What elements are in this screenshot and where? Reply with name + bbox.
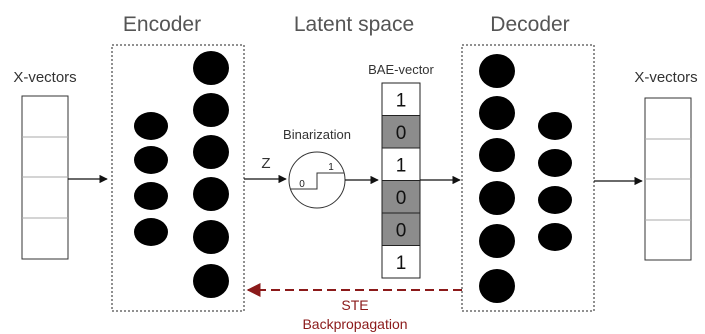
bae-cell [381, 245, 421, 279]
bae-cell [381, 82, 421, 116]
encoder-layer-1 [134, 112, 168, 246]
encoder-neuron [193, 220, 229, 254]
backpropagation-label: Backpropagation [302, 316, 407, 332]
bae-bit: 0 [396, 123, 407, 144]
encoder-box [111, 44, 245, 312]
decoder-neuron [538, 186, 572, 214]
decoder-neuron [479, 224, 515, 258]
decoder-neuron [479, 181, 515, 215]
decoder-neuron [479, 138, 515, 172]
bae-bit: 0 [396, 188, 407, 209]
decoder-layer-1 [479, 54, 515, 303]
encoder-layer-2 [193, 51, 229, 298]
bae-cell [381, 180, 421, 214]
decoder-box [461, 44, 595, 312]
bae-vector-label: BAE-vector [368, 62, 434, 77]
input-xvector-box [21, 95, 69, 260]
decoder-layer-2 [538, 112, 572, 251]
decoder-neuron [538, 223, 572, 251]
bae-vector: 1 0 1 0 0 1 [381, 82, 421, 279]
step-low-label: 0 [299, 179, 305, 190]
bae-bit: 1 [396, 155, 407, 176]
output-xvector-box [644, 97, 692, 261]
binarization-label: Binarization [283, 127, 351, 142]
bae-bit: 0 [396, 220, 407, 241]
bae-bit: 1 [396, 90, 407, 111]
decoder-neuron [538, 149, 572, 177]
z-label: Z [261, 155, 270, 172]
ste-label: STE [341, 297, 368, 313]
bae-cell [381, 212, 421, 246]
encoder-neuron [134, 146, 168, 174]
encoder-neuron [134, 218, 168, 246]
encoder-neuron [193, 135, 229, 169]
step-high-label: 1 [328, 162, 334, 173]
decoder-neuron [538, 112, 572, 140]
encoder-neuron [193, 264, 229, 298]
encoder-neuron [193, 51, 229, 85]
input-xvectors-label: X-vectors [13, 69, 76, 86]
decoder-neuron [479, 269, 515, 303]
bae-cell [381, 147, 421, 181]
bae-bit: 1 [396, 253, 407, 274]
encoder-neuron [193, 177, 229, 211]
latent-space-title: Latent space [294, 13, 414, 36]
encoder-neuron [134, 182, 168, 210]
encoder-neuron [134, 112, 168, 140]
encoder-title: Encoder [123, 13, 201, 36]
decoder-neuron [479, 96, 515, 130]
decoder-neuron [479, 54, 515, 88]
decoder-title: Decoder [490, 13, 569, 36]
output-xvectors-label: X-vectors [634, 69, 697, 86]
binarization-step-icon [288, 151, 346, 209]
encoder-neuron [193, 93, 229, 127]
